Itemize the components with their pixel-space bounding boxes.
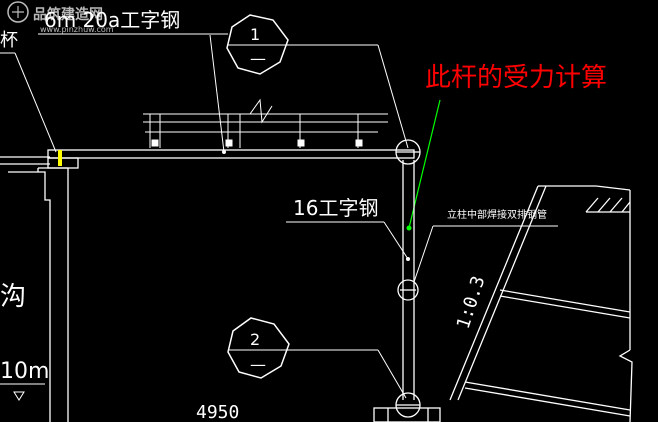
left-wall <box>8 167 69 422</box>
dimension-label: 4950 <box>196 402 239 422</box>
column-label: 16工字钢 <box>293 196 378 220</box>
top-beam-label: 6m 20a工字钢 <box>44 8 180 32</box>
watermark-logo-icon <box>7 1 29 23</box>
section-marker-1-number: 1 <box>250 25 260 44</box>
section-marker-2-number: 2 <box>250 330 260 349</box>
section-marker-1-suffix: — <box>250 49 266 68</box>
top-beam <box>0 149 415 169</box>
scaffold-detail <box>143 98 388 148</box>
top-left-partial-label: 杯 <box>0 30 18 51</box>
callout-text: 此杆的受力计算 <box>425 63 607 93</box>
beam-leader-line <box>209 34 225 153</box>
callout-point <box>406 225 412 231</box>
left-partial-label: 沟 <box>0 282 26 312</box>
slope-bank <box>449 185 633 422</box>
left-elevation-label: 10m <box>0 359 49 384</box>
slope-ratio-label: 1:0.3 <box>453 274 490 332</box>
column <box>373 139 441 422</box>
elevation-triangle-icon <box>13 391 25 401</box>
watermark: 品筑建造网 www.pinzhuw.com <box>7 1 114 34</box>
column-note-label: 立柱中部焊接双排钢管 <box>447 208 547 221</box>
section-marker-2: 2 — <box>227 317 407 399</box>
section-marker-2-suffix: — <box>250 355 266 374</box>
highlight-mark <box>58 150 62 166</box>
section-marker-1: 1 — <box>226 14 409 149</box>
watermark-name: 品筑建造网 <box>33 6 103 23</box>
watermark-url: www.pinzhuw.com <box>40 25 114 34</box>
